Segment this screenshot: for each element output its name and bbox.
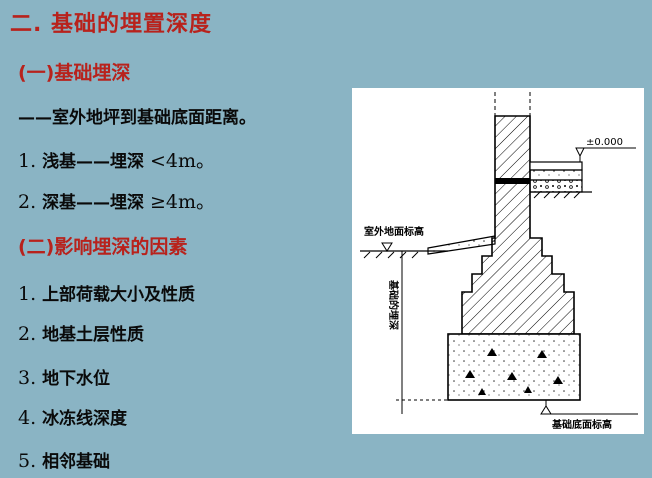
outdoor-ground-label: 室外地面标高 [364,225,424,238]
item-condition: ≥4m。 [149,191,216,213]
item-condition: <4m。 [149,150,216,172]
foundation-section-drawing: ±0.000 室外地面标高 基础的埋深 基础底面标高 [360,92,638,431]
list-item: 5. 相邻基础 [18,447,110,472]
elevation-zero-label: ±0.000 [586,137,623,148]
item-number: 2. [18,323,37,345]
section-heading-factors: (二)影响埋深的因素 [18,236,188,258]
item-text: 地下水位 [42,369,111,389]
brick-wall-footing [461,115,575,335]
item-number: 4. [18,407,37,429]
item-text: 上部荷载大小及性质 [42,285,196,305]
list-item-shallow: 1. 浅基——埋深 <4m。 [18,146,215,173]
list-item: 3. 地下水位 [18,364,110,389]
item-number: 1. [18,283,37,305]
depth-label: 基础的埋深 [387,279,400,330]
damp-proof-course [495,178,530,184]
item-number: 5. [18,450,37,472]
item-number: 3. [18,367,37,389]
foundation-diagram: ±0.000 室外地面标高 基础的埋深 基础底面标高 [352,88,644,434]
item-label: 深基——埋深 [42,193,145,213]
list-item: 1. 上部荷载大小及性质 [18,280,195,305]
item-text: 相邻基础 [42,452,111,472]
item-text: 地基土层性质 [42,325,145,345]
definition-text: ——室外地坪到基础底面距离。 [18,108,256,128]
item-text: 冰冻线深度 [42,409,128,429]
outdoor-apron [427,235,496,255]
concrete-aggregate [465,348,563,395]
slide-title: 二. 基础的埋置深度 [10,12,213,37]
list-item: 4. 冰冻线深度 [18,404,127,429]
item-label: 浅基——埋深 [42,152,145,172]
list-item: 2. 地基土层性质 [18,320,144,345]
item-number: 1. [18,150,37,172]
item-number: 2. [18,191,37,213]
list-item-deep: 2. 深基——埋深 ≥4m。 [18,187,215,214]
section-heading-depth: (一)基础埋深 [18,62,131,84]
base-elevation-label: 基础底面标高 [551,418,612,431]
